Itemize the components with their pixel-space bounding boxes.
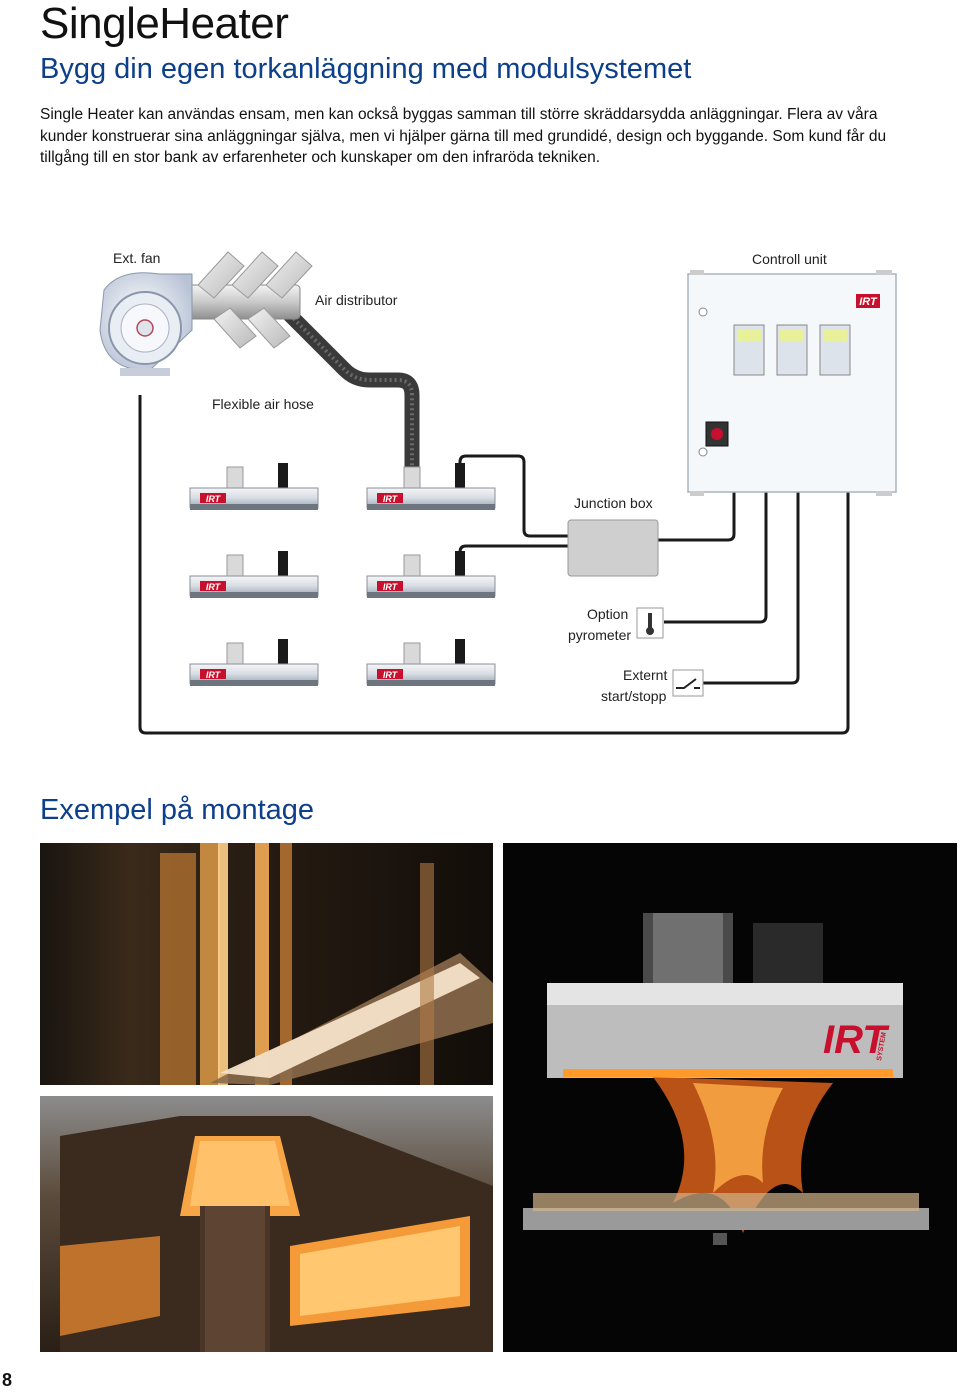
main-cable-loop xyxy=(138,395,850,735)
page-title: SingleHeater xyxy=(40,0,289,48)
label-pyrometer-line2: pyrometer xyxy=(568,627,632,643)
label-air-distributor: Air distributor xyxy=(315,292,398,308)
system-diagram: IRT IRT IRT IRT IRT IRT IRT Ext. fan Air dist… xyxy=(0,230,960,750)
photo-heater-panels xyxy=(40,843,493,1085)
label-ext-fan: Ext. fan xyxy=(113,250,161,266)
photo-single-heater-flame: IRT SYSTEM xyxy=(503,843,957,1352)
label-control-unit: Controll unit xyxy=(752,251,827,267)
cable-heater-junction xyxy=(458,454,568,538)
cable-pyrometer xyxy=(664,492,768,624)
start-stop-switch-icon xyxy=(672,669,704,697)
photo-heater-brand: IRT SYSTEM xyxy=(823,1018,890,1062)
air-distributor xyxy=(187,251,313,349)
page-number: 8 xyxy=(2,1370,13,1390)
diagram-drawing: IRT IRT IRT IRT IRT IRT IRT xyxy=(99,251,897,735)
pyrometer-thermometer-icon xyxy=(636,607,664,639)
photo-logo-subtext: SYSTEM xyxy=(876,1032,888,1062)
heater-grid: IRT IRT IRT IRT IRT IRT xyxy=(189,463,496,686)
cable-junction-control xyxy=(658,492,736,542)
ext-fan xyxy=(99,272,193,376)
heater-module: IRT xyxy=(366,463,496,510)
heater-module: IRT xyxy=(189,463,319,510)
label-pyrometer-line1: Option xyxy=(587,606,629,622)
heater-module: IRT xyxy=(189,551,319,598)
cable-heater2-junction xyxy=(458,544,568,568)
controller-displays xyxy=(733,324,851,376)
label-start-stop-line2: start/stopp xyxy=(601,688,667,704)
label-start-stop-line1: Externt xyxy=(623,667,668,683)
control-unit-logo-text: IRT xyxy=(859,296,878,308)
heater-module: IRT xyxy=(366,639,496,686)
heater-module: IRT xyxy=(366,551,496,598)
page-subtitle: Bygg din egen torkanläggning med modulsy… xyxy=(40,53,692,85)
control-unit-brand: IRT xyxy=(856,294,880,308)
junction-box xyxy=(567,519,659,577)
heater-logo-text: IRT xyxy=(383,494,399,504)
intro-paragraph: Single Heater kan användas ensam, men ka… xyxy=(40,106,887,166)
heater-logo-text: IRT xyxy=(206,582,222,592)
heater-logo-text: IRT xyxy=(383,582,399,592)
hose-ribs xyxy=(288,313,414,478)
heater-logo-text: IRT xyxy=(206,670,222,680)
heater-logo-text: IRT xyxy=(383,670,399,680)
label-junction-box: Junction box xyxy=(574,495,653,511)
control-unit xyxy=(687,270,897,496)
photo-tunnel-dryer xyxy=(40,1096,493,1352)
heater-logo-text: IRT xyxy=(206,494,222,504)
heater-module: IRT xyxy=(189,639,319,686)
photo-logo-text: IRT xyxy=(823,1018,890,1062)
label-flexible-air-hose: Flexible air hose xyxy=(212,396,314,412)
cable-start-stop xyxy=(703,492,800,685)
section-title-montage: Exempel på montage xyxy=(40,794,315,826)
